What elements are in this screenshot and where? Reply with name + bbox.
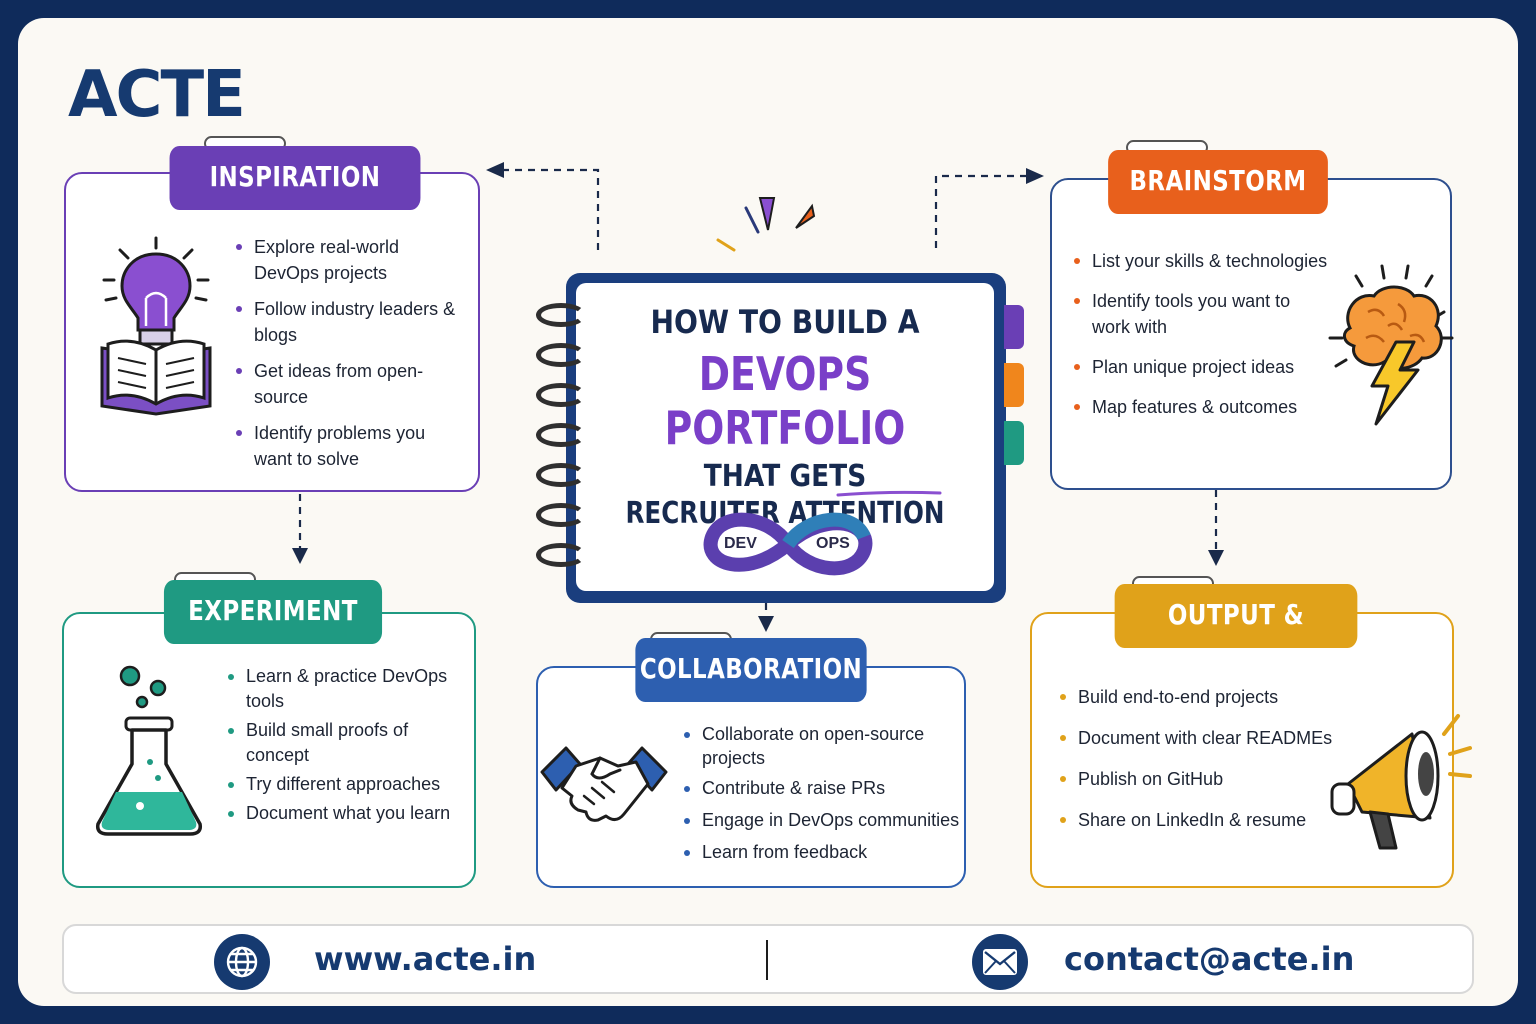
list-item: Contribute & raise PRs: [682, 776, 962, 800]
globe-icon: [214, 934, 270, 990]
notebook-ring: [536, 463, 586, 487]
list-item: Collaborate on open-source projects: [682, 722, 962, 770]
list-item: List your skills & technologies: [1072, 248, 1332, 274]
infographic-frame: ACTE INSPIRATION SOURCE: [18, 18, 1518, 1006]
list-item: Plan unique project ideas: [1072, 354, 1332, 380]
title-notebook: HOW TO BUILD A DEVOPS PORTFOLIO THAT GET…: [536, 273, 1024, 603]
list-item: Document with clear READMEs: [1058, 725, 1348, 751]
notebook-ring: [536, 343, 586, 367]
devops-badge-ops: OPS: [816, 535, 850, 552]
output-title: OUTPUT & SHARING: [1114, 584, 1358, 693]
notebook-page: HOW TO BUILD A DEVOPS PORTFOLIO THAT GET…: [576, 283, 994, 591]
title-line-2: DEVOPS PORTFOLIO: [664, 347, 906, 455]
notebook-tab-purple: [1004, 305, 1024, 349]
website-link[interactable]: www.acte.in: [314, 940, 537, 978]
flask-icon: [95, 665, 203, 836]
list-item: Get ideas from open-source: [234, 358, 464, 410]
brainstorm-title: BRAINSTORM: [1108, 150, 1328, 214]
list-item: Share on LinkedIn & resume: [1058, 807, 1348, 833]
list-item: Explore real-world DevOps projects: [234, 234, 464, 286]
collaboration-list: Collaborate on open-source projects Cont…: [682, 722, 962, 864]
megaphone-icon: [1330, 714, 1472, 850]
title-line-3: THAT GETS: [703, 459, 867, 494]
notebook-tab-teal: [1004, 421, 1024, 465]
list-item: Learn from feedback: [682, 840, 962, 864]
list-item: Build small proofs of concept: [226, 718, 456, 768]
collaboration-title: COLLABORATION: [635, 638, 867, 702]
title-line-4: RECRUITER ATTENTION: [625, 496, 945, 531]
experiment-title: EXPERIMENT: [163, 580, 383, 644]
title-underline: [836, 490, 942, 497]
devops-badge-dev: DEV: [724, 535, 757, 552]
footer-bar: www.acte.in contact@acte.in: [62, 924, 1474, 994]
handshake-icon: [540, 746, 668, 822]
list-item: Publish on GitHub: [1058, 766, 1348, 792]
devops-infinity-icon: [703, 512, 873, 576]
sparkle-icon: [716, 197, 816, 252]
email-link[interactable]: contact@acte.in: [1064, 940, 1355, 978]
inspiration-list: Explore real-world DevOps projects Follo…: [234, 234, 464, 472]
list-item: Document what you learn: [226, 801, 456, 826]
list-item: Identify problems you want to solve: [234, 420, 464, 472]
lightbulb-book-icon: [100, 236, 212, 416]
notebook-ring: [536, 543, 586, 567]
inspiration-title: INSPIRATION SOURCE: [169, 146, 421, 255]
notebook-tab-orange: [1004, 363, 1024, 407]
acte-logo: ACTE: [68, 58, 246, 132]
notebook-ring: [536, 423, 586, 447]
list-item: Try different approaches: [226, 772, 456, 797]
notebook-ring: [536, 383, 586, 407]
list-item: Engage in DevOps communities: [682, 808, 962, 832]
list-item: Build end-to-end projects: [1058, 684, 1348, 710]
title-line-1: HOW TO BUILD A: [650, 303, 920, 341]
brainstorm-list: List your skills & technologies Identify…: [1072, 248, 1332, 420]
experiment-list: Learn & practice DevOps tools Build smal…: [226, 664, 456, 826]
list-item: Identify tools you want to work with: [1072, 288, 1332, 340]
output-list: Build end-to-end projects Document with …: [1058, 684, 1348, 833]
notebook-ring: [536, 503, 586, 527]
footer-divider: [766, 940, 768, 980]
notebook-ring: [536, 303, 586, 327]
mail-icon: [972, 934, 1028, 990]
list-item: Learn & practice DevOps tools: [226, 664, 456, 714]
list-item: Map features & outcomes: [1072, 394, 1332, 420]
list-item: Follow industry leaders & blogs: [234, 296, 464, 348]
brain-lightning-icon: [1328, 264, 1454, 426]
